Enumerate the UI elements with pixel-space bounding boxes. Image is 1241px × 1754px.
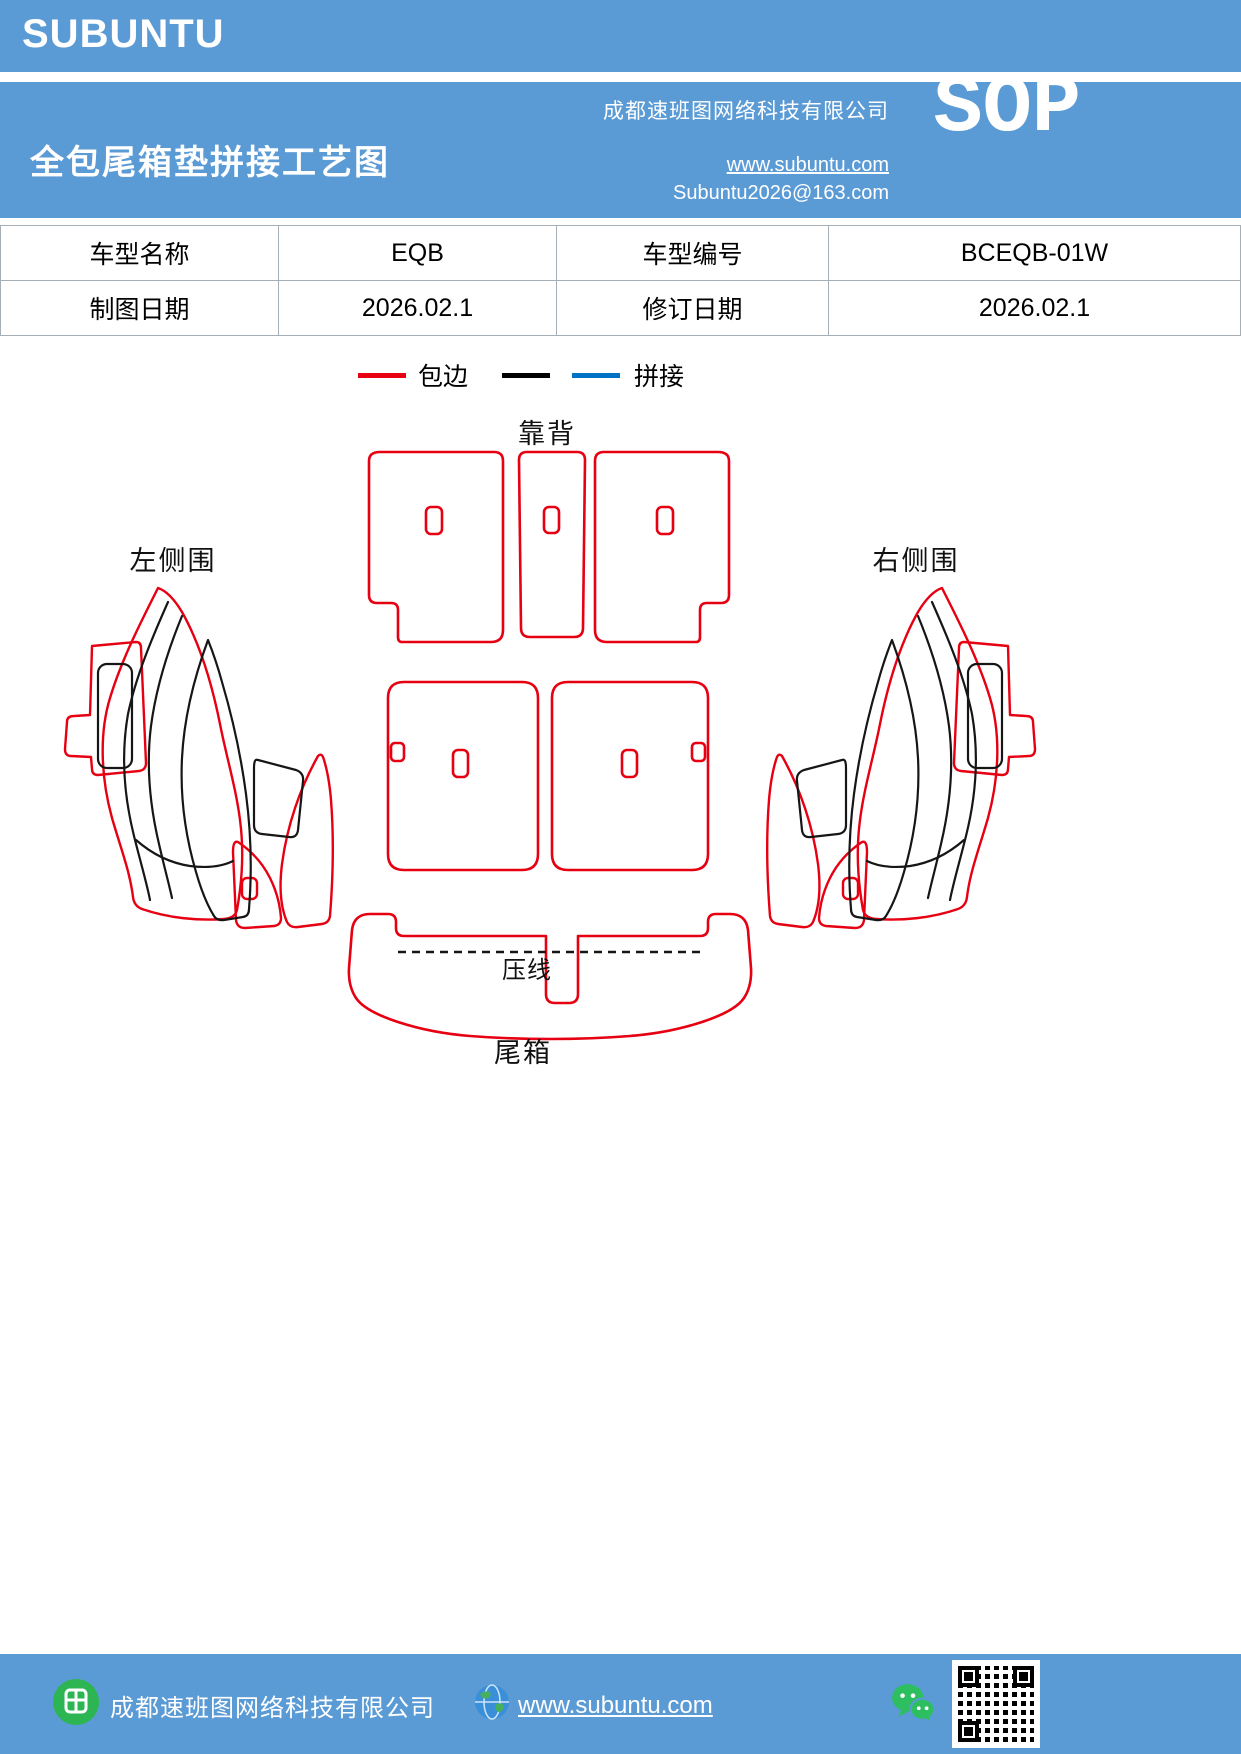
side-tab-slot bbox=[389, 741, 406, 763]
revise-date-value: 2026.02.1 bbox=[828, 280, 1241, 336]
header-main-band: 全包尾箱垫拼接工艺图 成都速班图网络科技有限公司 www.subuntu.com… bbox=[0, 68, 1241, 218]
buckle-slot bbox=[451, 748, 470, 779]
label-right-side: 右侧围 bbox=[873, 546, 960, 576]
left-side-group bbox=[63, 586, 334, 930]
splice-sail-piece bbox=[180, 638, 252, 922]
side-tab-slot bbox=[690, 741, 707, 763]
company-logo-icon bbox=[53, 1679, 99, 1725]
buckle-slot bbox=[655, 505, 675, 536]
draw-date-value: 2026.02.1 bbox=[278, 280, 557, 336]
label-backrest: 靠背 bbox=[518, 419, 576, 449]
legend: 包边 拼接 bbox=[358, 360, 685, 391]
model-code-value: BCEQB-01W bbox=[828, 225, 1241, 281]
qr-finder bbox=[1013, 1666, 1034, 1687]
legend-splice-label: 拼接 bbox=[634, 363, 685, 391]
brand-logo: SUBUNTU bbox=[22, 12, 225, 56]
revise-date-label: 修订日期 bbox=[556, 280, 829, 336]
header-top-band: SUBUNTU bbox=[0, 0, 1241, 72]
draw-date-label: 制图日期 bbox=[0, 280, 279, 336]
trunk-piece bbox=[347, 912, 753, 1041]
model-name-label: 车型名称 bbox=[0, 225, 279, 281]
legend-splice-swatch-black bbox=[502, 372, 551, 378]
qr-finder bbox=[958, 1721, 979, 1742]
splice-curve bbox=[134, 838, 235, 869]
splice-curve bbox=[123, 600, 170, 902]
buckle-slot bbox=[542, 505, 561, 535]
buckle-slot bbox=[424, 505, 444, 536]
table-row: 制图日期 2026.02.1 修订日期 2026.02.1 bbox=[0, 280, 1241, 336]
side-panel-window bbox=[96, 662, 134, 770]
buckle-slot bbox=[620, 748, 639, 779]
header-email: Subuntu2026@163.com bbox=[672, 182, 889, 204]
backrest-right-piece bbox=[593, 450, 731, 644]
qr-code bbox=[952, 1660, 1040, 1748]
splice-patch-piece bbox=[252, 758, 305, 839]
base-right-piece bbox=[550, 680, 710, 872]
splice-curve bbox=[147, 614, 184, 900]
footer-website-link[interactable]: www.subuntu.com bbox=[518, 1692, 713, 1719]
footer-band: 成都速班图网络科技有限公司 www.subuntu.com bbox=[0, 1654, 1241, 1754]
label-trunk: 尾箱 bbox=[494, 1038, 552, 1068]
side-rear-piece bbox=[279, 753, 334, 929]
qr-finder bbox=[958, 1666, 979, 1687]
model-code-label: 车型编号 bbox=[556, 225, 829, 281]
header-website-link[interactable]: www.subuntu.com bbox=[726, 154, 889, 176]
side-corner-piece bbox=[231, 840, 283, 930]
backrest-left-piece bbox=[367, 450, 505, 644]
label-left-side: 左侧围 bbox=[130, 546, 217, 576]
legend-binding-swatch bbox=[358, 372, 406, 378]
wechat-icon bbox=[892, 1684, 936, 1721]
page-title: 全包尾箱垫拼接工艺图 bbox=[30, 144, 390, 182]
backrest-middle-piece bbox=[517, 450, 587, 639]
trunk-mat-diagram: 靠背 左侧围 右侧围 压线 尾箱 bbox=[63, 419, 1037, 1068]
right-side-group bbox=[765, 586, 1037, 930]
vehicle-info-table: 车型名称 EQB 车型编号 BCEQB-01W 制图日期 2026.02.1 修… bbox=[0, 225, 1241, 336]
footer-company-name: 成都速班图网络科技有限公司 bbox=[110, 1695, 435, 1722]
sop-badge: SOP bbox=[933, 62, 1081, 155]
label-press-line: 压线 bbox=[502, 957, 552, 984]
base-left-piece bbox=[386, 680, 540, 872]
legend-binding-label: 包边 bbox=[418, 363, 469, 391]
model-name-value: EQB bbox=[278, 225, 557, 281]
side-panel-piece bbox=[63, 640, 148, 777]
globe-icon bbox=[475, 1684, 509, 1720]
table-row: 车型名称 EQB 车型编号 BCEQB-01W bbox=[0, 225, 1241, 281]
legend-splice-swatch-blue bbox=[572, 372, 621, 378]
header-company-name: 成都速班图网络科技有限公司 bbox=[603, 100, 889, 123]
